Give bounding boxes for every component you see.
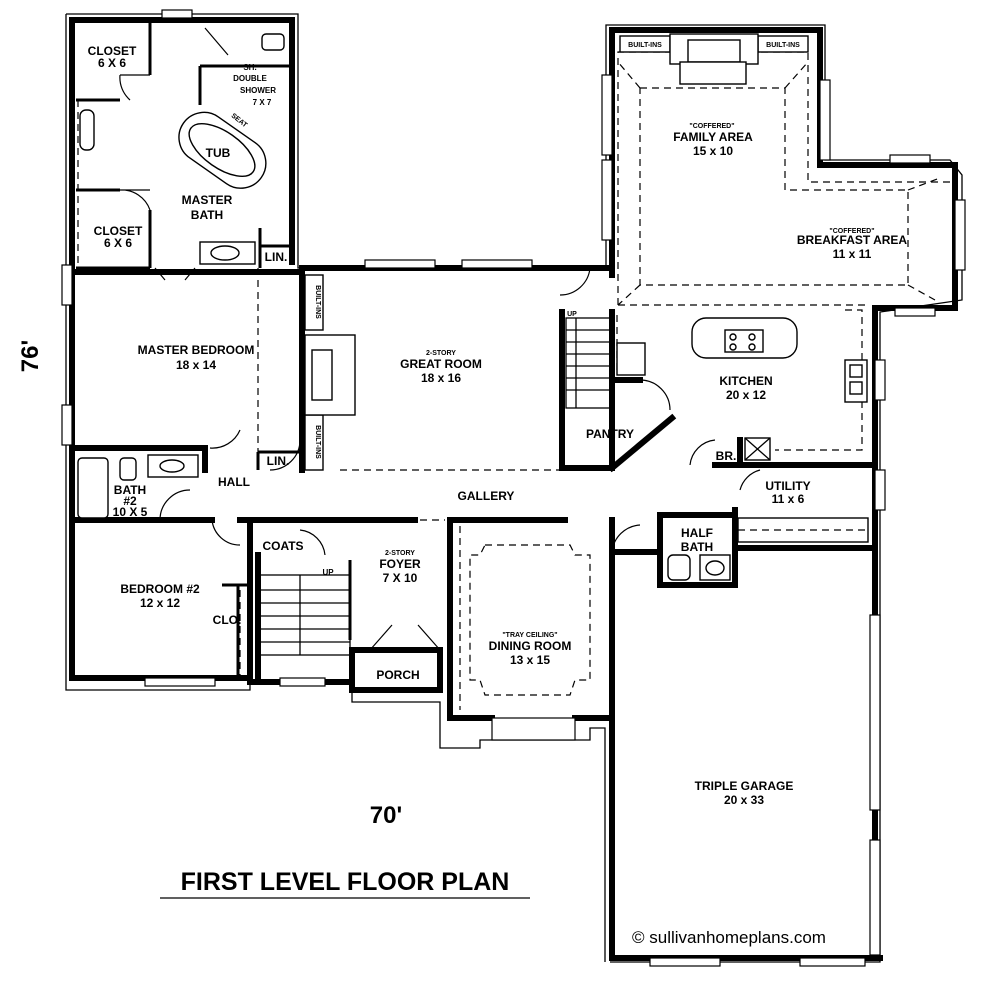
gallery-label: GALLERY bbox=[458, 489, 515, 503]
family-area-size: 15 x 10 bbox=[693, 144, 733, 158]
double-shower-size: 7 X 7 bbox=[253, 98, 272, 107]
dining-room-note: "TRAY CEILING" bbox=[502, 632, 557, 639]
half-bath-label-1: HALF bbox=[681, 526, 713, 540]
great-room-note: 2-STORY bbox=[426, 350, 456, 357]
dining-room-size: 13 x 15 bbox=[510, 653, 550, 667]
lin-master-label: LIN. bbox=[265, 250, 288, 264]
copyright-credit: © sullivanhomeplans.com bbox=[632, 928, 826, 947]
foyer-label: FOYER bbox=[379, 557, 421, 571]
stairs bbox=[259, 317, 611, 656]
bedroom2-size: 12 x 12 bbox=[140, 596, 180, 610]
family-area-label: FAMILY AREA bbox=[673, 130, 753, 144]
pantry-label: PANTRY bbox=[586, 427, 634, 441]
utility-label: UTILITY bbox=[765, 479, 810, 493]
doors bbox=[119, 27, 761, 651]
closet-bottom-label: CLOSET bbox=[94, 224, 143, 238]
closet-top-label: CLOSET bbox=[88, 44, 137, 58]
windows bbox=[61, 9, 966, 967]
triple-garage-size: 20 x 33 bbox=[724, 793, 764, 807]
foyer-stair-up-label: UP bbox=[322, 568, 334, 577]
double-shower-label-shower: SHOWER bbox=[240, 86, 276, 95]
built-ins bbox=[304, 33, 869, 543]
width-dimension: 70' bbox=[370, 802, 402, 829]
hall-label: HALL bbox=[218, 475, 250, 489]
master-bath-label-2: BATH bbox=[191, 208, 223, 222]
built-ins-top-left-label: BUILT-INS bbox=[628, 42, 662, 49]
foyer-size: 7 X 10 bbox=[383, 571, 418, 585]
triple-garage-label: TRIPLE GARAGE bbox=[695, 779, 794, 793]
porch-label: PORCH bbox=[376, 668, 419, 682]
breakfast-area-label: BREAKFAST AREA bbox=[797, 233, 908, 247]
built-ins-gr-bottom-label: BUILT-INS bbox=[314, 425, 321, 459]
bedroom2-label: BEDROOM #2 bbox=[120, 582, 200, 596]
kitchen-size: 20 x 12 bbox=[726, 388, 766, 402]
br-label: BR. bbox=[716, 449, 737, 463]
room-labels: CLOSET 6 X 6 SH. DOUBLE SHOWER 7 X 7 SEA… bbox=[88, 42, 908, 807]
master-bedroom-size: 18 x 14 bbox=[176, 358, 216, 372]
family-area-note: "COFFERED" bbox=[689, 123, 734, 130]
bath2-size: 10 X 5 bbox=[113, 505, 148, 519]
great-room-label: GREAT ROOM bbox=[400, 357, 482, 371]
coats-label: COATS bbox=[262, 539, 303, 553]
half-bath-label-2: BATH bbox=[681, 540, 713, 554]
breakfast-area-size: 11 x 11 bbox=[833, 247, 872, 261]
plan-title: FIRST LEVEL FLOOR PLAN bbox=[181, 868, 510, 896]
tub-label: TUB bbox=[206, 146, 231, 160]
closet-bottom-size: 6 X 6 bbox=[104, 236, 132, 250]
upper-stair-up-label: UP bbox=[567, 311, 577, 318]
shower-sh-right-label: SH. bbox=[288, 91, 295, 103]
bath2-label-2: #2 bbox=[123, 494, 137, 508]
master-bedroom-label: MASTER BEDROOM bbox=[138, 343, 255, 357]
lin-hall-label: LIN. bbox=[267, 454, 290, 468]
kitchen-label: KITCHEN bbox=[719, 374, 772, 388]
built-ins-top-right-label: BUILT-INS bbox=[766, 42, 800, 49]
bath2-label-1: BATH bbox=[114, 483, 146, 497]
porch-and-tray bbox=[349, 544, 591, 696]
double-shower-label-sh: SH. bbox=[243, 63, 256, 72]
dining-room-label: DINING ROOM bbox=[489, 639, 572, 653]
depth-dimension: 76' bbox=[17, 340, 44, 372]
breakfast-area-note: "COFFERED" bbox=[829, 228, 874, 235]
great-room-size: 18 x 16 bbox=[421, 371, 461, 385]
clo-label: CLO. bbox=[213, 613, 242, 627]
master-bath-label-1: MASTER bbox=[182, 193, 233, 207]
double-shower-label-double: DOUBLE bbox=[233, 74, 267, 83]
built-ins-gr-top-label: BUILT-INS bbox=[314, 285, 321, 319]
closet-top-size: 6 X 6 bbox=[98, 56, 126, 70]
foyer-note: 2-STORY bbox=[385, 550, 415, 557]
utility-size: 11 x 6 bbox=[772, 492, 805, 506]
fixtures bbox=[77, 33, 731, 581]
